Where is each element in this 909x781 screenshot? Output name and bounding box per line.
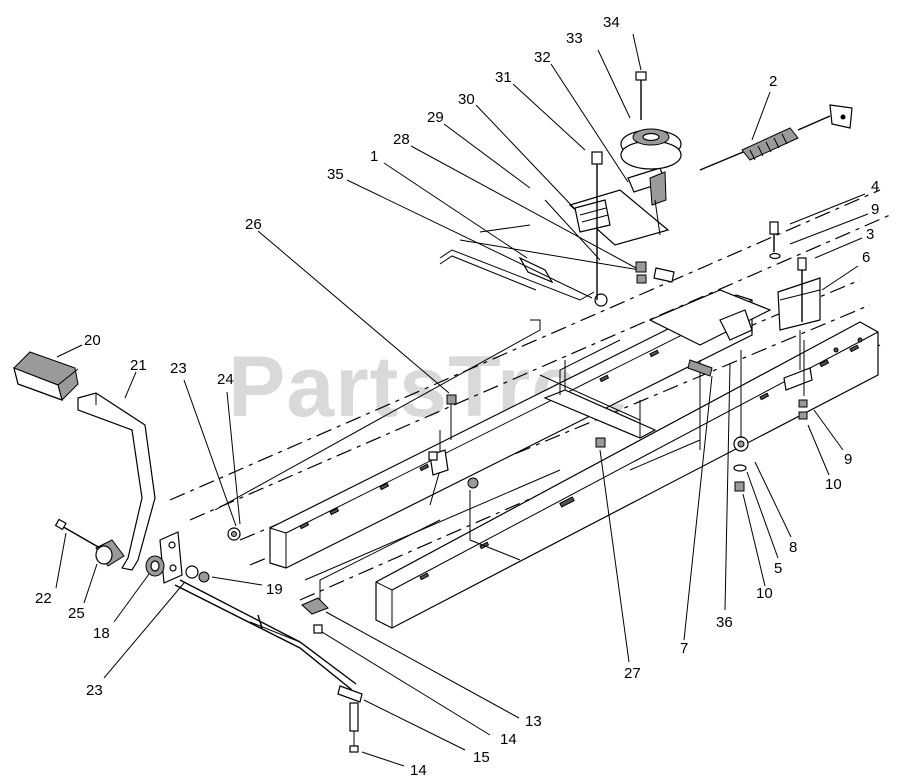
label-32: 32 (534, 49, 551, 66)
label-18: 18 (93, 625, 110, 642)
right-hardware (591, 151, 813, 492)
label-7: 7 (680, 640, 688, 657)
leader-lines (55, 33, 869, 767)
label-23-top: 23 (170, 360, 187, 377)
label-27: 27 (624, 665, 641, 682)
label-33: 33 (566, 30, 583, 47)
label-20: 20 (84, 332, 101, 349)
label-3: 3 (866, 226, 874, 243)
label-30: 30 (458, 91, 475, 108)
upper-linkage (214, 199, 641, 511)
label-13: 13 (525, 713, 542, 730)
label-29: 29 (427, 109, 444, 126)
label-31: 31 (495, 69, 512, 86)
label-35: 35 (327, 166, 344, 183)
lower-linkage (304, 430, 561, 600)
label-24: 24 (217, 371, 234, 388)
label-9-top: 9 (871, 201, 879, 218)
label-14-mid: 14 (500, 731, 517, 748)
label-22: 22 (35, 590, 52, 607)
label-21: 21 (130, 357, 147, 374)
control-rod (174, 579, 363, 703)
frame-nuts (428, 394, 606, 461)
label-15: 15 (473, 749, 490, 766)
pedal-pad (13, 351, 79, 401)
idler-assembly (568, 71, 682, 246)
label-2: 2 (769, 73, 777, 90)
pedal-arm (77, 392, 156, 571)
cross-member (539, 289, 772, 471)
label-19: 19 (266, 581, 283, 598)
label-28: 28 (393, 131, 410, 148)
label-1: 1 (370, 148, 378, 165)
callout-labels: 34 33 32 31 30 29 28 1 35 2 4 9 3 6 26 2… (35, 14, 879, 779)
label-10-right: 10 (825, 476, 842, 493)
label-5: 5 (774, 560, 782, 577)
label-8: 8 (789, 539, 797, 556)
label-10-bottom: 10 (756, 585, 773, 602)
label-36: 36 (716, 614, 733, 631)
label-9-bottom: 9 (844, 451, 852, 468)
label-23-bottom: 23 (86, 682, 103, 699)
spring (699, 104, 853, 171)
label-34: 34 (603, 14, 620, 31)
label-6: 6 (862, 249, 870, 266)
bracket-6 (777, 277, 821, 331)
label-14-bottom: 14 (410, 762, 427, 779)
label-4: 4 (871, 178, 879, 195)
lower-link-hardware (301, 597, 359, 753)
right-frame-rail (375, 321, 879, 629)
pedal-pivot (54, 518, 241, 584)
left-frame-rail (269, 294, 753, 569)
label-25: 25 (68, 605, 85, 622)
label-26: 26 (245, 216, 262, 233)
